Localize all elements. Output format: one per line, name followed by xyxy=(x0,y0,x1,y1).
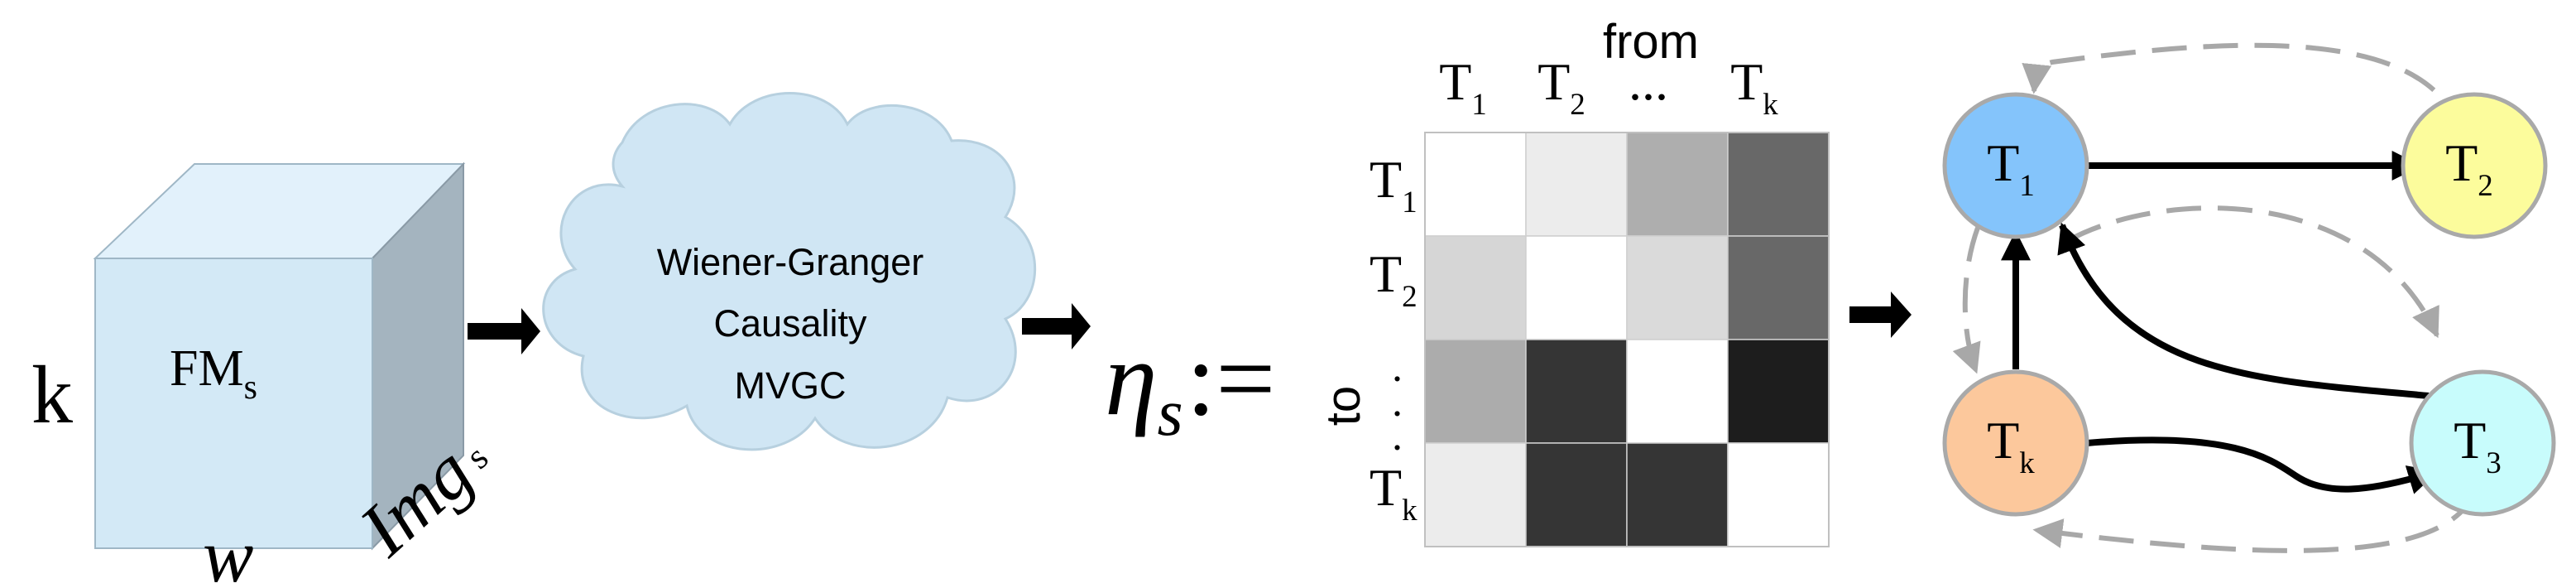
matrix-cell xyxy=(1525,132,1628,237)
graph-node-circle xyxy=(2401,92,2548,239)
matrix-row-dots: . . xyxy=(1392,378,1403,460)
graph-node-label: Tk xyxy=(1987,411,2035,480)
eta-assignment: ηs:= xyxy=(1105,320,1275,450)
matrix-cell xyxy=(1424,339,1527,444)
matrix-vdot: . xyxy=(1392,412,1403,460)
matrix-cell xyxy=(1525,442,1628,547)
arrow-cube-to-cloud xyxy=(468,308,540,354)
matrix-border xyxy=(1424,132,1830,547)
matrix-from-label: from xyxy=(1603,15,1699,69)
matrix-cell xyxy=(1626,235,1729,340)
cube-front-face xyxy=(94,258,373,549)
matrix-cell xyxy=(1626,339,1729,444)
graph-node-label: T3 xyxy=(2454,411,2502,480)
arrow-matrix-to-graph xyxy=(1849,292,1912,338)
matrix-row-label: T2 xyxy=(1370,244,1418,314)
edge-tk-t3 xyxy=(2086,436,2439,494)
matrix-cell xyxy=(1727,442,1830,547)
graph-node-label: T1 xyxy=(1987,133,2035,203)
matrix-cell xyxy=(1525,339,1628,444)
graph-node-circle xyxy=(2409,369,2556,517)
matrix-column-label: T2 xyxy=(1537,52,1585,122)
cloud-line-1: Wiener-Granger xyxy=(657,241,924,283)
matrix-row-label: . xyxy=(1392,344,1403,391)
matrix-row-label: Tk xyxy=(1370,458,1418,528)
cube-height-label: k xyxy=(31,349,73,441)
matrix-column-label: T1 xyxy=(1439,52,1487,122)
matrix-cell xyxy=(1424,442,1527,547)
dashed-edge-t3-tk xyxy=(2032,491,2477,553)
dashed-edge-t2-t1 xyxy=(2022,42,2464,133)
matrix-to-label: to xyxy=(1317,386,1370,426)
matrix-row-label: T1 xyxy=(1370,150,1418,219)
mvgc-cloud: Wiener-Granger Causality MVGC xyxy=(542,92,1037,451)
cloud-line-2: Causality xyxy=(713,302,867,345)
graph-node-t3: T3 xyxy=(2409,369,2556,517)
graph-node-t2: T2 xyxy=(2401,92,2548,239)
graph-node-circle xyxy=(1942,369,2089,517)
matrix-column-label: Tk xyxy=(1730,52,1778,122)
graph-node-label: T2 xyxy=(2445,133,2493,203)
cloud-line-3: MVGC xyxy=(735,364,847,407)
matrix-column-label: ... xyxy=(1629,52,1668,111)
cloud-shape xyxy=(542,92,1037,451)
matrix-vdot: . xyxy=(1392,378,1403,426)
feature-map-cube: FMs xyxy=(93,161,466,551)
matrix-cell xyxy=(1525,235,1628,340)
graph-node-circle xyxy=(1942,92,2089,239)
cube-label: FMs xyxy=(170,340,257,407)
matrix-cell xyxy=(1626,132,1729,237)
dashed-edge-t1-tk xyxy=(1952,226,1981,374)
matrix-column-labels: T1 T2... Tk xyxy=(1439,52,1778,122)
graph-node-t1: T1 xyxy=(1942,92,2089,239)
graph-node-tk: Tk xyxy=(1942,369,2089,517)
matrix-cell xyxy=(1727,235,1830,340)
matrix-cell xyxy=(1424,132,1527,237)
matrix-cell xyxy=(1727,132,1830,237)
arrow-cloud-to-eta xyxy=(1022,303,1091,349)
causality-matrix xyxy=(1424,132,1830,547)
cube-width-label: w xyxy=(203,513,253,588)
matrix-cell xyxy=(1727,339,1830,444)
matrix-cell xyxy=(1424,235,1527,340)
edge-t3-t1 xyxy=(2057,222,2430,399)
matrix-cell xyxy=(1626,442,1729,547)
